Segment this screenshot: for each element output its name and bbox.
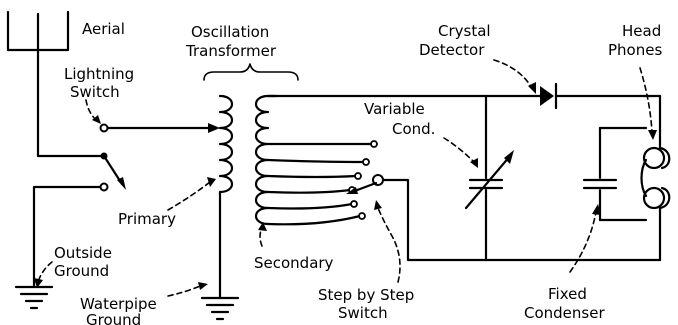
label-outside-ground: Ground [54, 262, 109, 280]
label-fixed: Fixed [548, 285, 587, 303]
label-oscillation: Oscillation [191, 23, 269, 41]
lightning-switch [99, 123, 126, 192]
label-cond: Cond. [392, 120, 435, 138]
transformer-bracket [203, 63, 299, 81]
variable-condenser [464, 94, 514, 262]
label-primary: Primary [118, 210, 176, 228]
label-step-switch: Switch [338, 304, 388, 322]
leader-arrows [34, 59, 657, 297]
step-switch [346, 140, 384, 220]
label-waterpipe-ground: Ground [86, 311, 141, 325]
head-phones [640, 94, 671, 262]
label-secondary: Secondary [254, 254, 334, 272]
label-outside: Outside [54, 244, 112, 262]
step-switch-return-wire [381, 178, 488, 262]
label-phones: Phones [608, 41, 662, 59]
label-crystal: Crystal [438, 22, 491, 40]
label-lightning-switch: Switch [70, 83, 120, 101]
aerial-lead-wire [36, 48, 106, 158]
label-waterpipe: Waterpipe [80, 295, 157, 313]
outside-ground-symbol [14, 285, 54, 310]
label-step-by-step: Step by Step [318, 286, 414, 304]
crystal-detector [484, 82, 662, 110]
label-variable: Variable [364, 100, 425, 118]
label-transformer: Transformer [185, 42, 277, 60]
label-condenser: Condenser [524, 304, 605, 322]
label-lightning: Lightning [64, 65, 134, 83]
label-aerial: Aerial [82, 20, 125, 38]
primary-coil [218, 94, 234, 300]
fixed-condenser [484, 126, 662, 262]
aerial-symbol [6, 10, 70, 52]
waterpipe-ground-symbol [200, 296, 240, 321]
label-head: Head [622, 22, 661, 40]
label-detector: Detector [419, 41, 485, 59]
secondary-taps [266, 142, 374, 226]
outside-ground-wire [32, 185, 102, 287]
